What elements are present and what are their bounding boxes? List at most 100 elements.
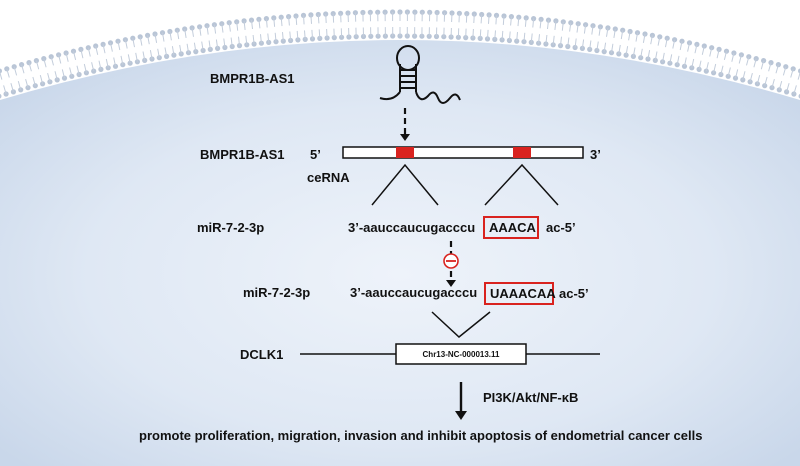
lipid-tail <box>669 54 673 64</box>
lipid-head <box>426 33 432 39</box>
lipid-tail <box>723 51 727 61</box>
lipid-tail <box>258 19 261 29</box>
lipid-tail <box>191 27 194 37</box>
lipid-tail <box>274 32 277 42</box>
lipid-head <box>664 35 670 41</box>
lipid-tail <box>569 22 572 32</box>
lipid-tail <box>657 36 661 46</box>
lipid-tail <box>480 14 483 24</box>
lipid-tail <box>709 47 713 57</box>
lipid-tail <box>735 69 739 79</box>
lipid-tail <box>756 74 761 84</box>
lipid-tail <box>21 64 25 74</box>
lipid-tail <box>65 52 69 62</box>
lipid-tail <box>611 43 614 53</box>
lipid-tail <box>110 42 113 52</box>
lipid-tail <box>201 41 204 51</box>
lipid-tail <box>749 72 753 82</box>
lipid-tail <box>727 67 731 77</box>
lipid-tail <box>303 15 305 25</box>
lipid-head <box>783 64 789 70</box>
lipid-tail <box>753 58 757 68</box>
lipid-tail <box>162 32 165 42</box>
lipid-tail <box>764 76 768 86</box>
lipid-tail <box>793 85 797 95</box>
lipid-tail <box>87 47 91 57</box>
lipid-tail <box>208 40 211 50</box>
outcome-text: promote proliferation, migration, invasi… <box>139 428 702 443</box>
lipid-head <box>701 43 707 49</box>
lipid-tail <box>267 33 270 43</box>
lipid-tail <box>698 60 702 70</box>
lipid-tail <box>179 44 182 54</box>
lipid-tail <box>157 48 160 58</box>
lipid-tail <box>640 48 643 58</box>
lipid-tail <box>238 36 240 46</box>
lipid-head <box>375 33 381 39</box>
lipid-head <box>0 93 2 99</box>
lipid-head <box>790 66 796 72</box>
five-prime-label: 5’ <box>310 147 321 162</box>
lipid-tail <box>576 23 579 33</box>
lipid-tail <box>596 41 599 51</box>
lipid-tail <box>716 49 720 59</box>
lipid-tail <box>574 38 577 48</box>
lipid-tail <box>746 56 750 66</box>
lipid-tail <box>691 58 695 68</box>
lipid-head <box>185 50 192 56</box>
mirna-label-b: miR-7-2-3p <box>243 285 310 300</box>
mirna-sequence-b-seed: UAAACAA <box>490 286 556 301</box>
lipid-tail <box>676 55 680 65</box>
lipid-head <box>156 55 162 61</box>
lipid-head <box>174 27 180 33</box>
lipid-tail <box>176 30 180 40</box>
mirna-sequence-a-seed: AAACA <box>489 220 537 235</box>
lipid-tail <box>17 80 22 90</box>
zoom-lines-gene <box>431 311 491 338</box>
lipid-head <box>182 26 188 32</box>
lipid-tail <box>230 37 233 47</box>
lipid-tail <box>665 38 668 48</box>
lncrna-label: BMPR1B-AS1 <box>210 71 295 86</box>
lipid-tail <box>304 30 306 40</box>
lipid-tail <box>539 19 542 29</box>
lipid-head <box>234 19 240 25</box>
lipid-tail <box>591 25 594 35</box>
lipid-head <box>612 26 618 32</box>
lncrna-strand <box>342 146 584 159</box>
lipid-tail <box>672 39 676 49</box>
lipid-tail <box>647 50 651 60</box>
lipid-tail <box>487 29 489 39</box>
lipid-tail <box>606 27 609 37</box>
seed-box-b <box>484 282 554 305</box>
lipid-head <box>244 42 250 48</box>
lipid-head <box>32 83 38 89</box>
lipid-tail <box>124 39 128 49</box>
lipid-tail <box>265 18 268 28</box>
lipid-tail <box>705 62 709 72</box>
lipid-tail <box>273 17 276 27</box>
gene-locus-box <box>395 343 527 365</box>
lipid-tail <box>127 54 131 64</box>
lipid-tail <box>797 71 800 80</box>
lipid-tail <box>325 13 327 24</box>
lipid-tail <box>620 30 624 40</box>
lipid-tail <box>228 22 231 32</box>
lipid-tail <box>687 42 690 52</box>
lipid-tail <box>713 63 717 73</box>
lipid-tail <box>589 40 592 50</box>
lipid-tail <box>786 83 790 93</box>
lipid-tail <box>632 47 636 57</box>
lipid-tail <box>35 60 40 70</box>
lipid-tail <box>260 34 262 44</box>
lipid-tail <box>10 83 14 93</box>
lipid-tail <box>532 18 535 28</box>
lipid-head <box>501 13 507 19</box>
lipid-tail <box>251 20 253 30</box>
lipid-head <box>709 45 715 51</box>
lipid-tail <box>523 32 526 42</box>
lipid-tail <box>76 65 80 75</box>
lipid-tail <box>731 52 735 62</box>
lipid-tail <box>296 30 299 40</box>
